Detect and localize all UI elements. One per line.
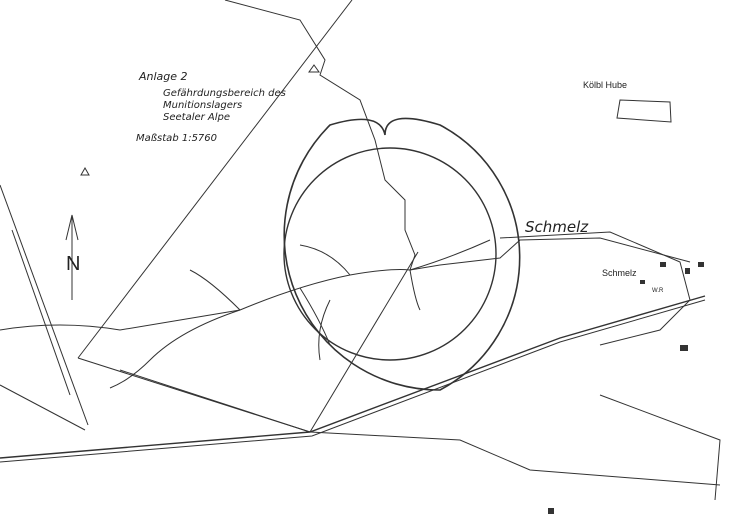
koelbl-hube-plot [616, 99, 672, 123]
path [599, 394, 721, 501]
survey-line [11, 229, 71, 396]
stream [189, 269, 241, 311]
survey-line [309, 251, 419, 433]
map-scale: Maßstab 1:5760 [136, 133, 217, 144]
road [0, 299, 706, 463]
legend-title: Anlage 2 [138, 70, 188, 83]
label-koelbl-hube: Kölbl Hube [583, 80, 627, 90]
inner-danger-zone [283, 147, 497, 361]
legend-subtitle-3: Seetaler Alpe [163, 112, 230, 123]
triangle-marker [80, 166, 90, 176]
outer-danger-zone [283, 117, 521, 391]
stream [409, 269, 421, 311]
road [309, 431, 721, 486]
stream [0, 239, 491, 331]
stream [299, 287, 331, 346]
label-wr: W.R [652, 288, 664, 294]
triangle-marker [308, 64, 320, 73]
survey-line [0, 184, 89, 426]
label-schmelz-large: Schmelz [525, 218, 589, 236]
survey-line [77, 0, 353, 359]
stream [318, 299, 331, 361]
buildings [548, 262, 704, 514]
road [499, 231, 691, 346]
stream [299, 244, 351, 276]
label-schmelz-small: Schmelz [602, 268, 637, 278]
north-label: N [66, 253, 80, 275]
legend-subtitle-1: Gefährdungsbereich des [163, 88, 286, 99]
survey-line [0, 384, 86, 431]
north-arrow [65, 214, 79, 300]
road [0, 295, 706, 459]
path [119, 369, 311, 433]
stream [109, 309, 241, 389]
track [224, 0, 691, 271]
legend-subtitle-2: Munitionslagers [163, 100, 242, 111]
